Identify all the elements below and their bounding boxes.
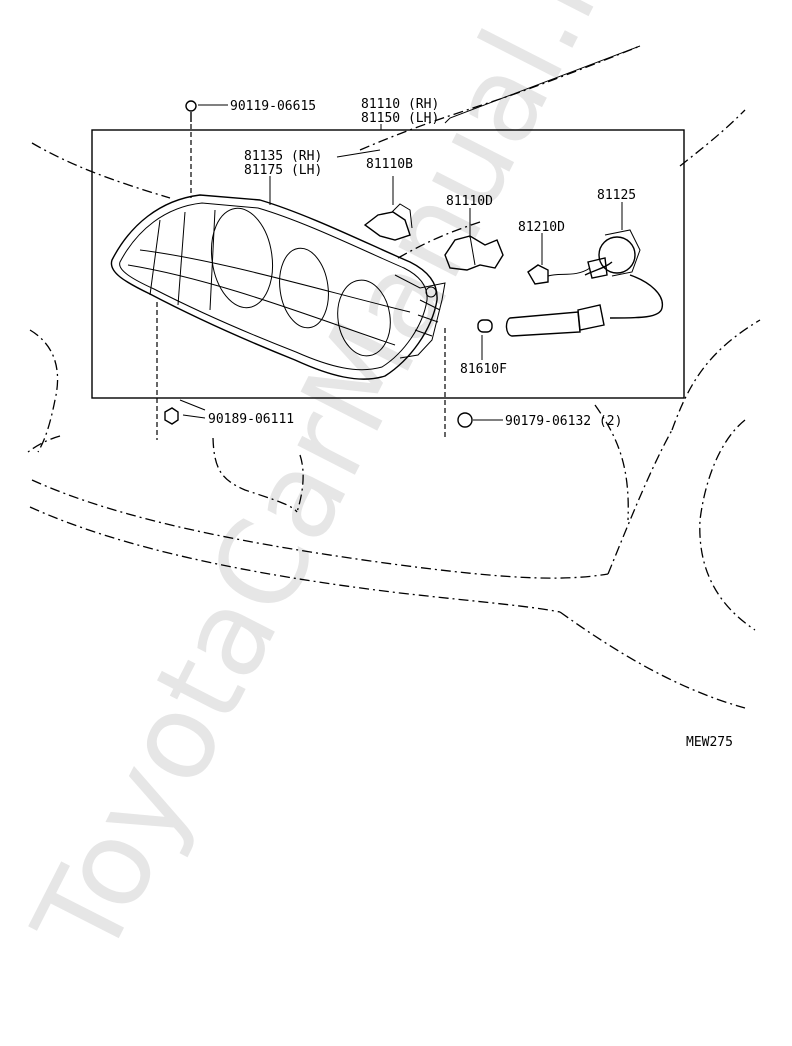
label-headlamp-lh: 81150 (LH) [361, 111, 439, 126]
bulb-81110b [363, 203, 413, 241]
assembly-frame [91, 129, 685, 399]
headlamp-housing [110, 194, 446, 380]
label-bulb-b: 81110B [366, 157, 413, 172]
nut-90189-06111 [164, 407, 179, 425]
label-screw-top: 90119-06615 [230, 99, 316, 114]
vehicle-body-outline [27, 45, 761, 709]
screw-90119-06615 [185, 100, 197, 122]
label-lens-lh: 81175 (LH) [244, 163, 322, 178]
label-side-bulb: 81210D [518, 220, 565, 235]
bulb-81210d [527, 257, 608, 285]
label-screw-right: 90179-06132 (2) [505, 414, 622, 429]
mounting-guides [156, 124, 446, 440]
diagram-code: MEW275 [686, 735, 733, 750]
label-socket: 81125 [597, 188, 636, 203]
label-headlamp-rh: 81110 (RH) [361, 97, 439, 112]
leader-lines [179, 45, 641, 421]
label-lens-rh: 81135 (RH) [244, 149, 322, 164]
bulb-81110d [444, 235, 504, 271]
screw-90179-06132 [457, 412, 473, 428]
label-small-bulb: 81610F [460, 362, 507, 377]
label-bulb-d: 81110D [446, 194, 493, 209]
socket-81125 [584, 229, 664, 319]
label-nut-left: 90189-06111 [208, 412, 294, 427]
bulb-81610f [477, 304, 605, 337]
watermark: ToyotaCarManual.ru [7, 0, 665, 979]
